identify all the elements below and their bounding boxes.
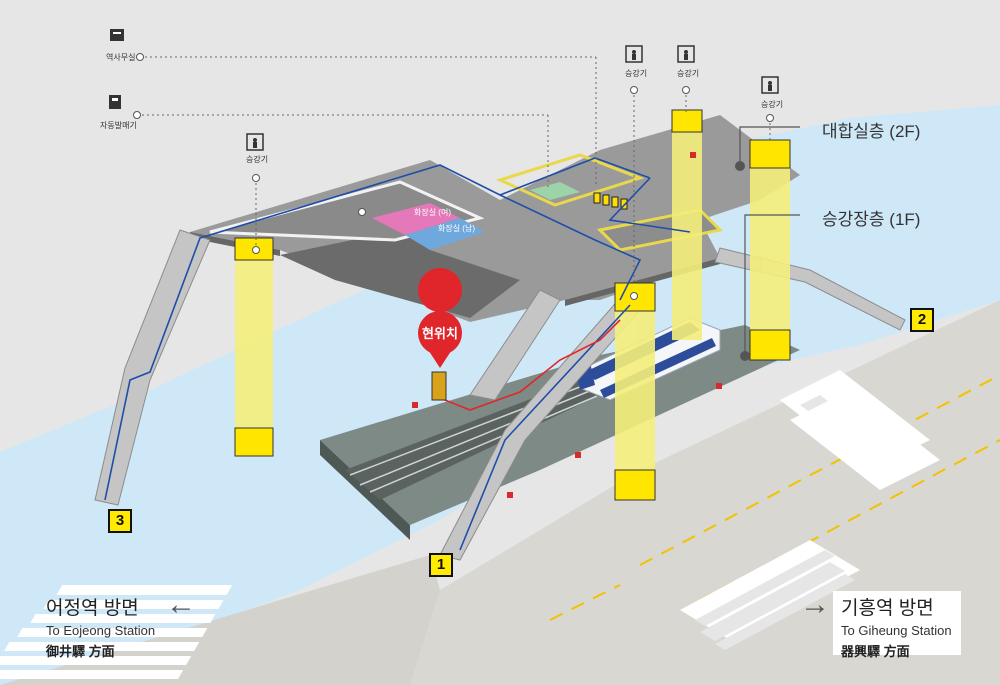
- station-office-icon: [108, 26, 126, 44]
- elevator-label-1: 승강기: [246, 155, 269, 164]
- left-arrow-icon: ←: [166, 588, 196, 621]
- men-toilet-label: 화장실 (남): [438, 224, 475, 233]
- station-office-label: 역사무실: [106, 53, 136, 62]
- elevator-shaft-1: [235, 245, 273, 450]
- elevator-icon: [761, 76, 779, 94]
- elevator-shafts: [235, 120, 790, 495]
- elevator-label-4: 승강기: [761, 100, 784, 109]
- toilet-men-area: [405, 218, 485, 250]
- toilet-women-area: [372, 203, 460, 235]
- right-direction-en: To Giheung Station: [841, 623, 952, 638]
- ticket-area: [495, 153, 645, 207]
- crosswalk-right-top: [780, 370, 940, 490]
- exit-1-badge[interactable]: 1: [429, 553, 453, 577]
- women-toilet-label: 화장실 (여): [414, 208, 451, 217]
- current-location-label: 현위치: [422, 326, 458, 341]
- elevator-icon: [677, 45, 695, 63]
- left-direction-cn: 御井驛 方面: [46, 644, 115, 659]
- stairs-center: [469, 289, 561, 401]
- left-direction-en: To Eojeong Station: [46, 623, 156, 638]
- elevator-shaft-2: [615, 295, 655, 495]
- exit-3-badge[interactable]: 3: [108, 509, 132, 533]
- ticket-gates: [593, 192, 628, 210]
- upper-floor-label: 대합실층 (2F): [822, 122, 921, 141]
- current-route: [439, 319, 621, 411]
- elevator-label-2: 승강기: [625, 69, 648, 78]
- road-lower-left: [0, 555, 440, 685]
- current-location-pin: [418, 268, 463, 401]
- route-lines: [104, 157, 691, 551]
- crosswalk-left: [0, 585, 233, 679]
- elevator-shaft-4: [750, 145, 790, 360]
- ticket-machine-label: 자동발매기: [100, 121, 137, 130]
- lower-floor-dot: [740, 351, 750, 361]
- leader-lines: [137, 56, 771, 285]
- platform-side: [320, 440, 410, 540]
- upper-floor-dot: [735, 161, 745, 171]
- crosswalk-right-bottom: [680, 540, 860, 650]
- elevator-icon: [246, 133, 264, 151]
- gate-area: [530, 182, 580, 200]
- ticket-machine-icon: [106, 93, 124, 111]
- elevator-label-3: 승강기: [677, 69, 700, 78]
- exit-2-badge[interactable]: 2: [910, 308, 934, 332]
- right-direction-cn: 器興驛 方面: [841, 644, 910, 659]
- left-direction-ko: 어정역 방면: [46, 598, 139, 619]
- right-direction-box: [833, 591, 961, 655]
- elevator-icon: [625, 45, 643, 63]
- lower-floor-label: 승강장층 (1F): [822, 210, 921, 229]
- elevator-caps: [234, 109, 791, 501]
- red-markers: [412, 152, 722, 498]
- right-direction-ko: 기흥역 방면: [841, 598, 934, 619]
- floor-leader-lines: [739, 126, 800, 355]
- platform-deck: [320, 325, 800, 525]
- right-arrow-icon: →: [800, 588, 830, 621]
